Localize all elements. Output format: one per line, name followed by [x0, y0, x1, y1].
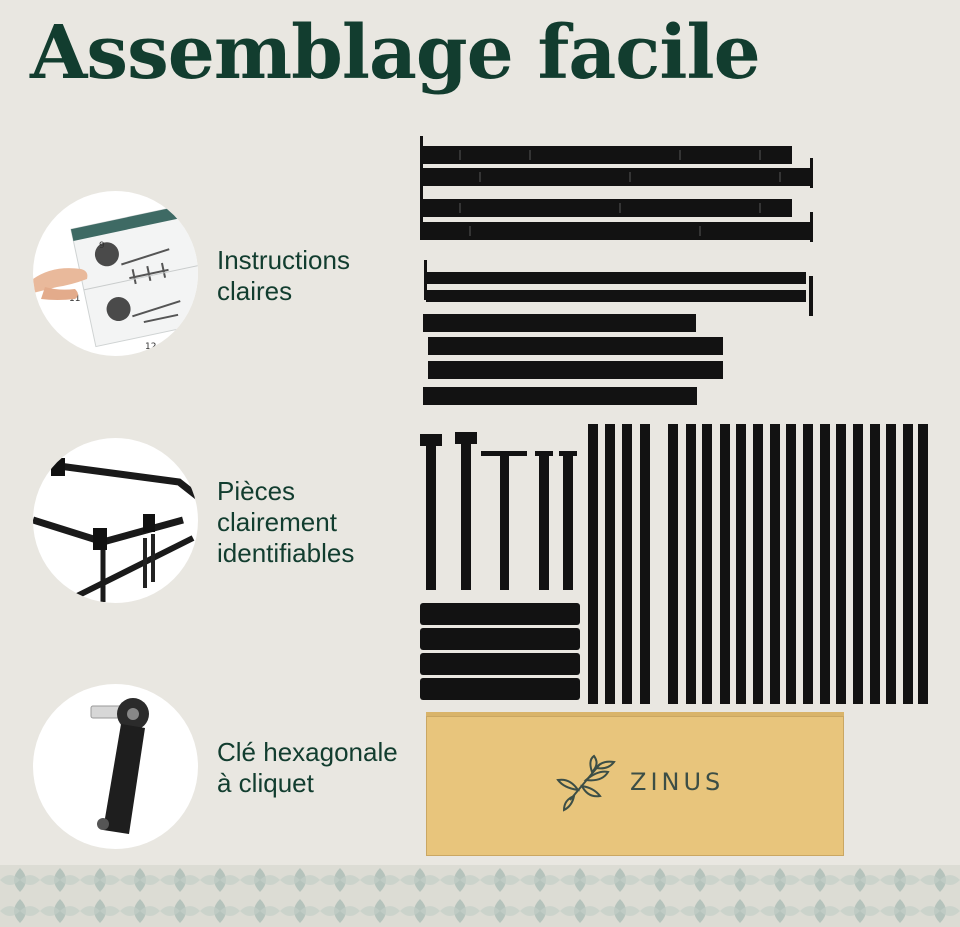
feature-line: clairement — [217, 507, 337, 537]
shipping-box — [426, 716, 844, 856]
feature-label-parts: Pièces clairement identifiables — [217, 476, 354, 569]
frame-parts-photo — [33, 438, 198, 603]
brand-logo: ZINUS — [550, 752, 724, 812]
feature-line: Pièces — [217, 476, 296, 506]
feature-line: Instructions — [217, 245, 350, 275]
manual-page-number: 9 — [99, 241, 105, 251]
leaf-pattern-border — [0, 865, 960, 927]
feature-line: Clé hexagonale — [217, 737, 398, 767]
feature-label-instructions: Instructions claires — [217, 245, 350, 307]
slat-group — [588, 424, 928, 704]
instruction-manual-photo: 9 10 11 12 — [33, 191, 198, 356]
manual-page-number: 12 — [145, 342, 156, 352]
brand-name: ZINUS — [630, 768, 725, 796]
feature-label-hex-wrench: Clé hexagonale à cliquet — [217, 737, 398, 799]
feature-line: identifiables — [217, 538, 355, 568]
leaf-logo-icon — [556, 754, 616, 812]
page-title: Assemblage facile — [30, 10, 761, 96]
ratchet-hex-wrench-photo — [33, 684, 198, 849]
feature-line: à cliquet — [217, 768, 314, 798]
feature-line: claires — [217, 276, 293, 306]
